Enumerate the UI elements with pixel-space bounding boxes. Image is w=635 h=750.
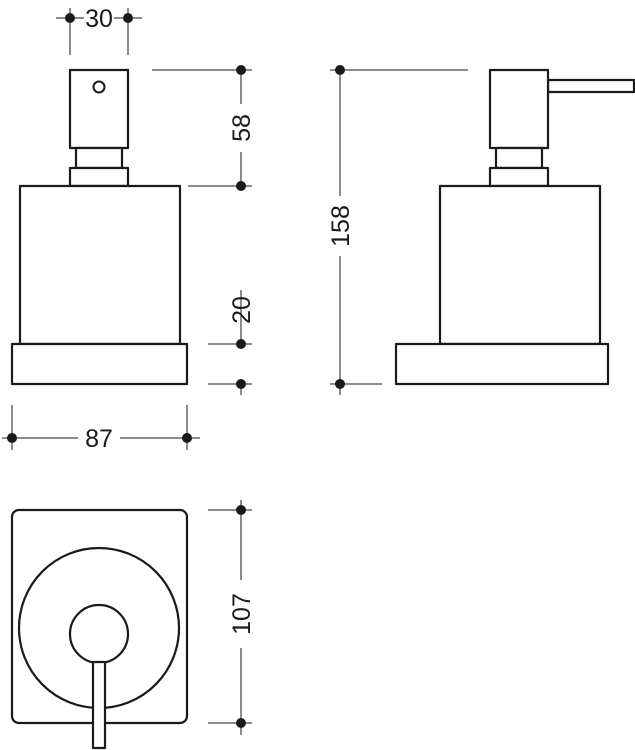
dimension-dot: [236, 379, 246, 389]
front-view: [10, 68, 189, 386]
front-nozzle-hole: [92, 80, 106, 94]
side-collar: [488, 166, 550, 188]
dimension-dot: [335, 379, 345, 389]
dimension-dot: [182, 433, 192, 443]
dimension-dot: [236, 181, 246, 191]
dimension-dot: [236, 65, 246, 75]
dimension-label-pump-height: 58: [228, 114, 256, 142]
dimension-pump-width: 30: [56, 5, 142, 55]
top-pump-circle: [68, 603, 130, 665]
dimension-dot: [65, 13, 75, 23]
side-base-plate: [394, 342, 610, 386]
dimension-label-overall-height: 158: [327, 205, 355, 247]
front-pump-head: [68, 68, 130, 150]
dimension-label-pump-width: 30: [85, 5, 113, 33]
dimension-base-depth: 107: [208, 500, 256, 735]
side-container: [438, 184, 602, 346]
dimension-dot: [236, 718, 246, 728]
front-collar: [68, 166, 130, 188]
front-base-plate: [10, 342, 189, 386]
dimension-overall-height: 158: [327, 65, 468, 395]
dimension-dot: [236, 505, 246, 515]
dimension-label-base-width: 87: [85, 425, 113, 453]
side-spout: [546, 78, 635, 94]
top-spout: [91, 660, 107, 750]
side-pump-head: [488, 68, 550, 150]
dimension-pump-height: 58: [152, 65, 256, 191]
dimension-dot: [7, 433, 17, 443]
dimension-base-width: 87: [2, 405, 200, 453]
dimension-base-height: 20: [208, 290, 256, 395]
top-view: [10, 508, 189, 750]
side-pump-neck: [494, 146, 544, 170]
dimension-label-base-height: 20: [228, 296, 256, 324]
side-view: [394, 68, 635, 386]
dimension-dot: [335, 65, 345, 75]
front-pump-neck: [74, 146, 124, 170]
front-container: [18, 184, 182, 346]
dimension-label-base-depth: 107: [228, 593, 256, 635]
dimension-dot: [236, 339, 246, 349]
dimension-dot: [123, 13, 133, 23]
